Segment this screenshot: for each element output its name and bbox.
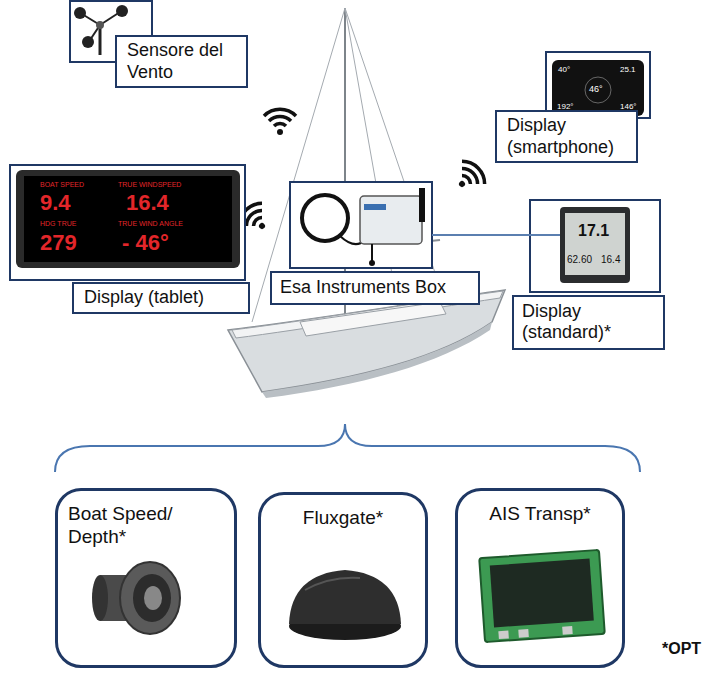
connector-line bbox=[480, 234, 512, 236]
screen-value: 192° bbox=[557, 103, 574, 112]
ais-face bbox=[490, 559, 594, 628]
ais-transponder-image bbox=[479, 550, 605, 642]
screen-value: 16.4 bbox=[601, 254, 620, 265]
cabin bbox=[300, 302, 446, 336]
ais-housing bbox=[479, 550, 605, 642]
sensor-cup bbox=[116, 5, 128, 17]
image-frame bbox=[530, 200, 660, 292]
node-label: AIS Transp* bbox=[468, 503, 612, 526]
screen-caption: TRUE WIND ANGLE bbox=[118, 220, 183, 228]
screen-caption: HDG TRUE bbox=[40, 220, 76, 228]
screen-value: 146° bbox=[620, 103, 637, 112]
antenna bbox=[419, 188, 425, 222]
tablet-image bbox=[10, 165, 245, 280]
wireless-arc bbox=[462, 157, 489, 184]
display-label-box: Display (smartphone) bbox=[495, 110, 638, 163]
screen-value: 17.1 bbox=[578, 222, 609, 240]
transducer-face bbox=[120, 562, 180, 634]
display-screen bbox=[565, 213, 625, 275]
sensor-module-box: Fluxgate* bbox=[258, 492, 428, 668]
wireless-symbol bbox=[449, 157, 490, 198]
sailboat bbox=[228, 8, 505, 398]
sensor-module-box: AIS Transp* bbox=[455, 488, 625, 668]
sensor-pole bbox=[99, 25, 102, 55]
standard-display-image bbox=[530, 200, 660, 292]
cable-line bbox=[512, 234, 560, 236]
ais-connector bbox=[498, 630, 509, 639]
wireless-arc bbox=[264, 109, 296, 116]
transducer-image bbox=[92, 562, 180, 634]
instrument-box-image bbox=[290, 182, 432, 268]
sensor-cup bbox=[82, 36, 94, 48]
display-body bbox=[560, 207, 630, 283]
transducer-back bbox=[92, 575, 108, 621]
phone-body bbox=[552, 60, 644, 116]
cable bbox=[371, 244, 373, 262]
screen-value: 40° bbox=[558, 66, 570, 75]
node-label: Sensore del Vento bbox=[127, 40, 236, 83]
curly-brace bbox=[55, 424, 640, 472]
image-frame bbox=[546, 52, 650, 118]
instrument-box bbox=[360, 196, 422, 244]
sensor-hub bbox=[96, 21, 104, 29]
plug bbox=[369, 260, 375, 266]
instrument-box-node: Esa Instruments Box bbox=[270, 182, 480, 305]
node-label: Display (tablet) bbox=[84, 287, 238, 309]
node-label: Display (smartphone) bbox=[507, 115, 626, 158]
node-label: Esa Instruments Box bbox=[270, 271, 480, 305]
box-logo bbox=[364, 204, 386, 210]
screen-caption: TRUE WINDSPEED bbox=[118, 181, 181, 189]
ais-connector bbox=[562, 626, 573, 635]
screen-value: 25.1 bbox=[620, 66, 636, 75]
smartphone-image bbox=[546, 52, 650, 118]
screen-value: 16.4 bbox=[126, 191, 169, 215]
wireless-dot bbox=[258, 222, 266, 230]
compass-ring bbox=[585, 77, 611, 103]
wireless-symbol bbox=[264, 109, 296, 135]
transducer-face bbox=[144, 586, 162, 610]
screen-caption: BOAT SPEED bbox=[40, 181, 84, 189]
tablet-screen bbox=[24, 176, 232, 262]
sensor-cup bbox=[74, 7, 86, 19]
transducer-face bbox=[133, 574, 171, 622]
wireless-dot bbox=[458, 180, 466, 188]
cable-line bbox=[432, 234, 480, 236]
screen-value: 9.4 bbox=[40, 191, 71, 215]
screen-value: - 46° bbox=[122, 231, 169, 255]
image-frame bbox=[10, 165, 245, 280]
wireless-arc bbox=[462, 174, 472, 184]
wireless-arc bbox=[252, 216, 262, 226]
node-label: Boat Speed/ Depth* bbox=[68, 503, 208, 549]
node-label: Display (standard)* bbox=[512, 295, 665, 350]
antenna-coil bbox=[302, 195, 348, 241]
wireless-arc bbox=[269, 116, 291, 121]
image-frame bbox=[290, 182, 432, 268]
screen-value: 46° bbox=[589, 85, 603, 95]
hull-stripe bbox=[262, 322, 492, 398]
wireless-arc bbox=[274, 124, 286, 126]
fluxgate-dome bbox=[289, 570, 401, 624]
node-label: Fluxgate* bbox=[271, 507, 415, 530]
sensor-module-box: Boat Speed/ Depth* bbox=[55, 488, 237, 668]
sensor-label-box: Sensore del Vento bbox=[115, 35, 248, 88]
fluxgate-highlight bbox=[305, 578, 360, 590]
wireless-dot bbox=[277, 129, 283, 135]
display-label-box: Display (tablet) bbox=[72, 282, 250, 314]
tablet-body bbox=[16, 170, 240, 268]
fluxgate-image bbox=[289, 570, 401, 640]
footnote: *OPT bbox=[662, 640, 701, 658]
ais-connector bbox=[518, 629, 529, 638]
screen-value: 62.60 bbox=[567, 254, 592, 265]
screen-value: 279 bbox=[40, 231, 77, 255]
